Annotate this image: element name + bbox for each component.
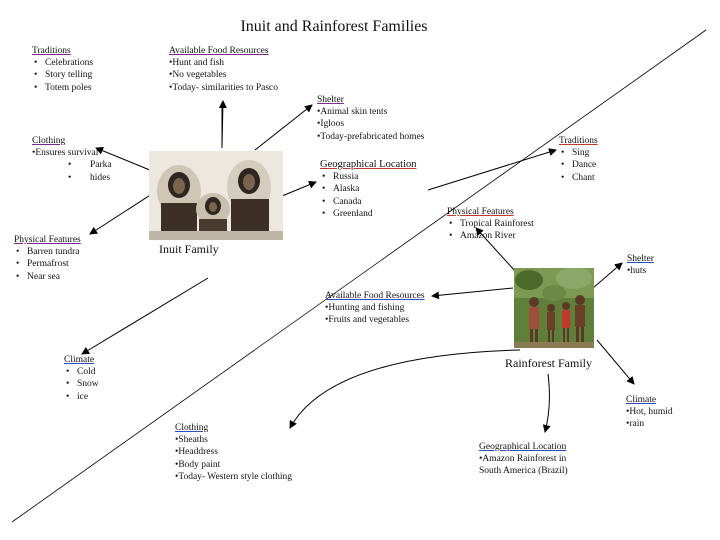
list-item: Near sea (14, 271, 81, 283)
inuit-food: Available Food Resources •Hunt and fish … (169, 45, 278, 94)
rf-physical-heading: Physical Features (447, 207, 514, 217)
inuit-climate-heading: Climate (64, 355, 95, 365)
inuit-family-label: Inuit Family (159, 242, 219, 256)
list-item: •huts (627, 266, 647, 277)
list-item: •Today- Western style clothing (175, 471, 293, 482)
list-item: •No vegetables (169, 70, 227, 81)
inuit-clothing: Clothing •Ensures survival Parka hides (32, 135, 112, 184)
list-item: •Hunting and fishing (325, 303, 405, 314)
rf-shelter-heading: Shelter (627, 254, 654, 264)
list-item: Sing (559, 147, 598, 159)
inuit-climate: Climate Cold Snow ice (64, 354, 99, 403)
inuit-shelter-heading: Shelter (317, 95, 344, 105)
inuit-geo: Geographical Location Russia Alaska Cana… (320, 159, 417, 220)
arrow-inuit-climate (81, 277, 209, 355)
rf-climate-heading: Climate (626, 395, 657, 405)
rf-physical: Physical Features Tropical Rainforest Am… (447, 206, 537, 243)
inuit-traditions: Traditions Celebrations Story telling To… (32, 45, 93, 94)
rf-climate: Climate •Hot, humid •rain (626, 394, 673, 431)
page-title: Inuit and Rainforest Families (240, 18, 428, 35)
inuit-traditions-heading: Traditions (32, 46, 71, 56)
arrow-inuit-tip (218, 100, 227, 149)
arrow-inuit-traditions (427, 148, 557, 191)
rf-food: Available Food Resources •Hunting and fi… (325, 290, 425, 327)
list-item: •Headdress (175, 447, 218, 458)
list-item: Story telling (32, 69, 93, 81)
arrow-rf-food (431, 287, 514, 300)
arrow-rf-geo (542, 373, 551, 433)
list-item: Cold (64, 366, 99, 378)
list-item: •rain (626, 419, 645, 430)
list-item: Amazon River (447, 230, 537, 242)
list-item: South America (Brazil) (479, 466, 568, 477)
list-item: hides (32, 172, 112, 184)
list-item: Parka (32, 159, 112, 171)
list-item: ice (64, 391, 99, 403)
list-item: •Igloos (317, 119, 345, 130)
list-item: •Hunt and fish (169, 58, 225, 69)
rf-geo: Geographical Location •Amazon Rainforest… (479, 441, 568, 478)
inuit-clothing-heading: Clothing (32, 136, 66, 146)
rainforest-family-label: Rainforest Family (505, 356, 592, 370)
list-item: •Sheaths (175, 435, 208, 446)
arrow-inuit-physical (89, 191, 156, 235)
inuit-family-photo (149, 151, 283, 240)
list-item: •Ensures survival (32, 148, 99, 159)
list-item: Russia (320, 171, 417, 183)
rf-clothing: Clothing •Sheaths •Headdress •Body paint… (175, 422, 292, 483)
list-item: •Fruits and vegetables (325, 315, 410, 326)
inuit-physical-heading: Physical Features (14, 235, 81, 245)
list-item: •Animal skin tents (317, 107, 388, 118)
arrow-inuit-shelter (254, 104, 313, 151)
arrow-rf-climate (596, 339, 635, 385)
rf-food-heading: Available Food Resources (325, 291, 425, 301)
list-item: Permafrost (14, 258, 81, 270)
rf-traditions-heading: Traditions (559, 136, 598, 146)
list-item: •Today- similarities to Pasco (169, 82, 278, 93)
list-item: Barren tundra (14, 246, 81, 258)
rf-shelter: Shelter •huts (627, 253, 654, 277)
inuit-physical: Physical Features Barren tundra Permafro… (14, 234, 81, 283)
list-item: Snow (64, 378, 99, 390)
arrow-rf-shelter (592, 262, 623, 289)
inuit-geo-heading: Geographical Location (320, 159, 417, 170)
rainforest-family-photo (514, 268, 594, 348)
list-item: Tropical Rainforest (447, 218, 537, 230)
list-item: Canada (320, 196, 417, 208)
list-item: Alaska (320, 183, 417, 195)
list-item: Totem poles (32, 82, 93, 94)
inuit-food-heading: Available Food Resources (169, 46, 269, 56)
rf-traditions: Traditions Sing Dance Chant (559, 135, 598, 184)
list-item: •Hot, humid (626, 407, 673, 418)
rf-geo-heading: Geographical Location (479, 442, 567, 452)
list-item: Chant (559, 172, 598, 184)
list-item: •Amazon Rainforest in (479, 454, 567, 465)
inuit-shelter: Shelter •Animal skin tents •Igloos •Toda… (317, 94, 424, 143)
arrow-inuit-geo (281, 180, 317, 197)
diagonal-divider (11, 29, 707, 523)
arrow-rf-clothing (289, 349, 521, 429)
list-item: •Body paint (175, 459, 221, 470)
list-item: Dance (559, 159, 598, 171)
list-item: Celebrations (32, 57, 93, 69)
list-item: Greenland (320, 208, 417, 220)
list-item: •Today-prefabricated homes (317, 131, 425, 142)
rf-clothing-heading: Clothing (175, 423, 209, 433)
